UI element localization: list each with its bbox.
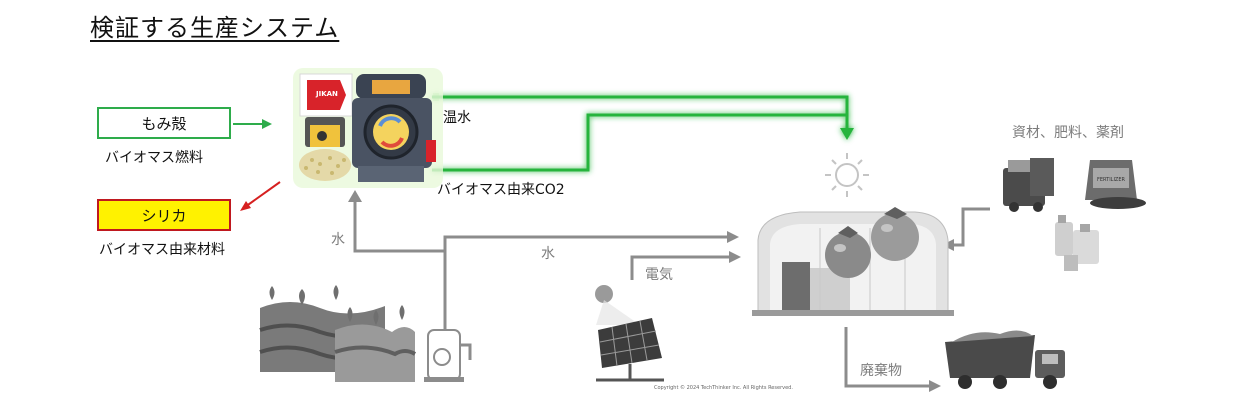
- water-label-left: 水: [331, 232, 345, 248]
- silica-box: シリカ: [97, 199, 231, 231]
- hot-water-label: 温水: [443, 110, 471, 126]
- electricity-label: 電気: [645, 267, 673, 283]
- fertilizer-bag-icon: FERTILIZER: [1085, 160, 1146, 209]
- boiler-to-silica-arrow: [240, 181, 281, 211]
- solar-panel-icon: [595, 285, 664, 382]
- co2-flow: [432, 113, 847, 172]
- rice-husk-box: もみ殻: [97, 107, 231, 139]
- husk-caption: バイオマス燃料: [105, 150, 203, 166]
- pump-icon: [424, 329, 472, 382]
- sun-icon: [825, 153, 869, 197]
- waste-label: 廃棄物: [860, 363, 902, 379]
- dump-truck-icon: [945, 330, 1065, 389]
- chemical-bottle-icon: [1055, 215, 1099, 271]
- husk-to-boiler-arrow: [233, 119, 272, 129]
- logo-text: JIKAN: [315, 90, 338, 98]
- boiler-icon: [352, 74, 436, 182]
- waste-flow: [844, 327, 941, 392]
- copyright-text: Copyright © 2024 TechThinker Inc. All Ri…: [654, 385, 793, 391]
- co2-label: バイオマス由来CO2: [437, 182, 565, 198]
- fertilizer-text: FERTILIZER: [1097, 177, 1126, 183]
- supplies-label: 資材、肥料、薬剤: [1012, 125, 1124, 141]
- tomato-icon: [825, 207, 919, 278]
- supplies-flow: [942, 207, 990, 251]
- page-title: 検証する生産システム: [90, 14, 340, 42]
- water-tank-icon: [259, 285, 417, 382]
- water-flow-to-greenhouse: [443, 231, 739, 251]
- silica-caption: バイオマス由来材料: [99, 242, 225, 258]
- water-label-mid: 水: [541, 246, 555, 262]
- trash-bin-icon: [1003, 158, 1054, 212]
- water-flow-to-boiler: [348, 190, 447, 345]
- electricity-flow: [630, 251, 741, 280]
